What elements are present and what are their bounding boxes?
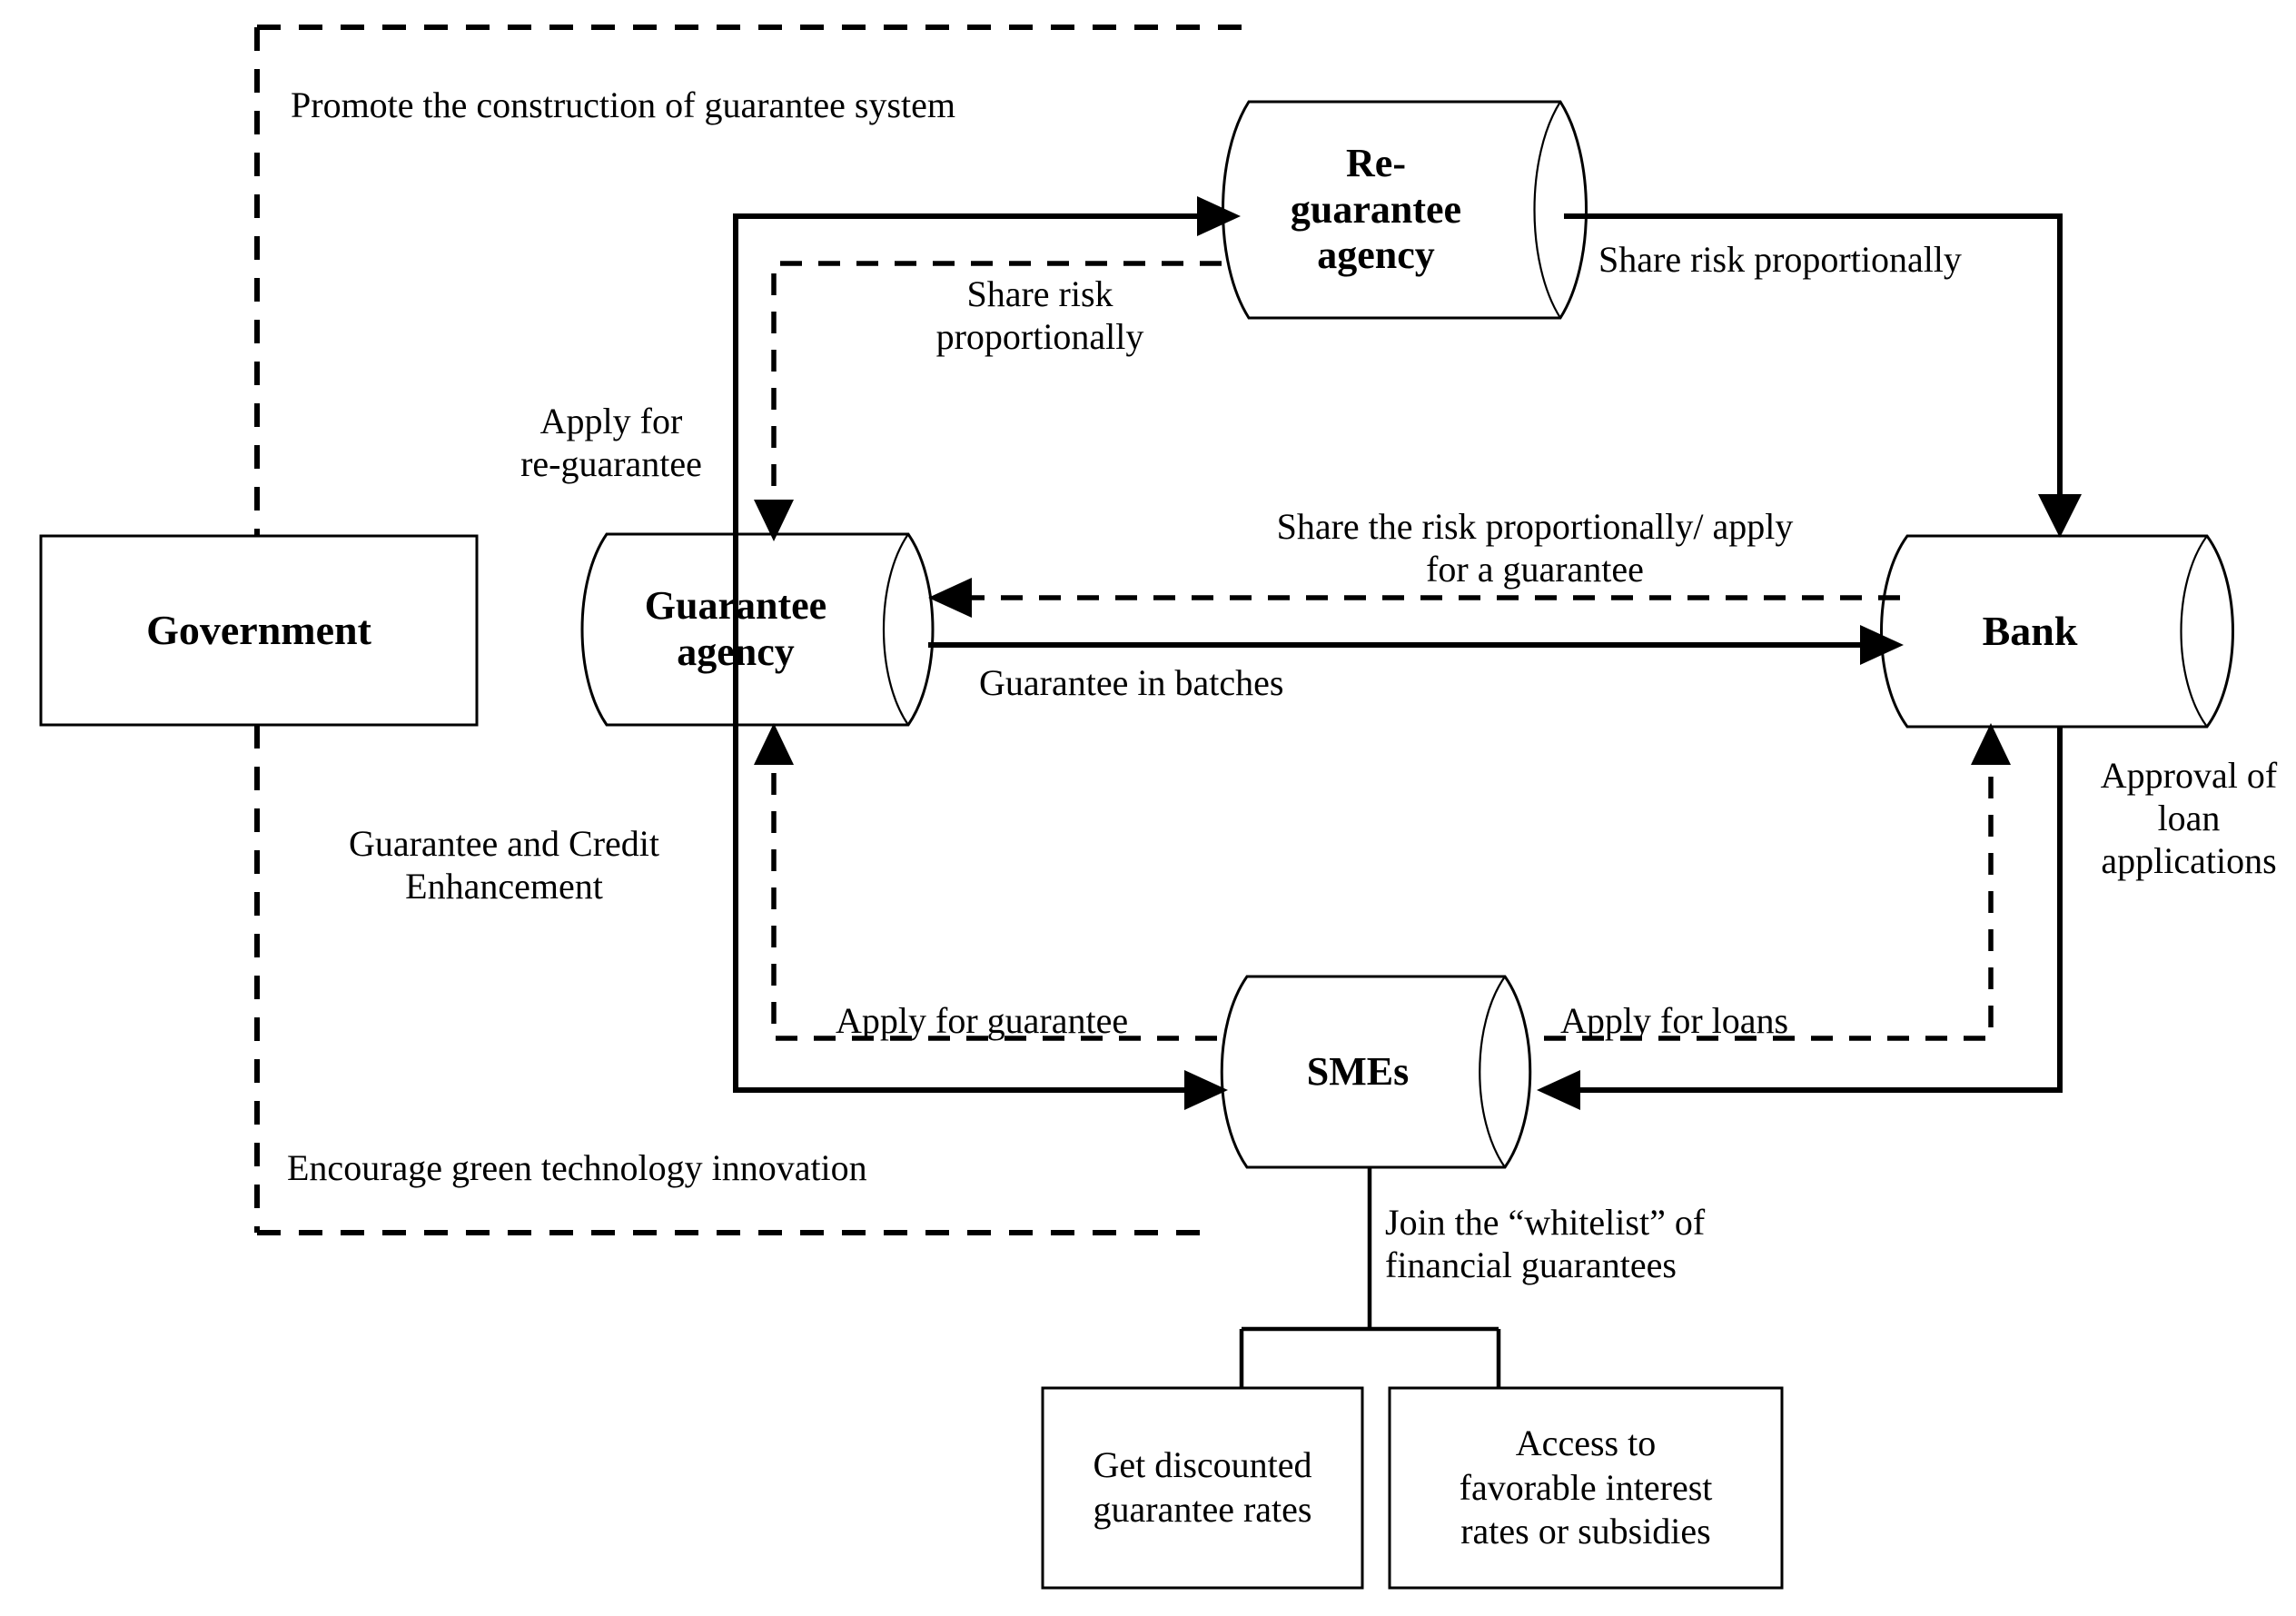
- node-label-bank: Bank: [1982, 607, 2078, 654]
- node-label-smes: SMEs: [1306, 1048, 1410, 1094]
- edge-label-promote-guarantee-system: Promote the construction of guarantee sy…: [291, 84, 956, 125]
- node-favorable-interest[interactable]: [1388, 1386, 1784, 1590]
- arrowhead-apply-for-re-guarantee: [1197, 196, 1241, 236]
- edge-label-join-whitelist: Join the “whitelist” of financial guaran…: [1385, 1202, 1706, 1286]
- re-guarantee-agency-end-seam: [1533, 101, 1561, 319]
- node-label-favorable-interest: Access to favorable interest rates or su…: [1459, 1422, 1713, 1552]
- node-government[interactable]: [39, 534, 479, 727]
- edge-guarantee-and-credit-enhancement: [733, 725, 1192, 1093]
- node-label-discounted-rates: Get discounted guarantee rates: [1093, 1444, 1312, 1530]
- edge-label-share-risk-right: Share risk proportionally: [1598, 239, 1962, 280]
- guarantee-agency-end-seam: [882, 533, 909, 726]
- arrowhead-approval-loan-applications: [1537, 1070, 1580, 1110]
- arrowhead-guarantee-credit-enhancement: [1184, 1070, 1228, 1110]
- arrowhead-apply-for-guarantee: [754, 723, 794, 765]
- bank-end-seam: [2180, 535, 2208, 728]
- smes-end-seam: [1479, 976, 1506, 1168]
- node-discounted-rates[interactable]: [1041, 1386, 1364, 1590]
- arrowhead-guarantee-in-batches: [1860, 625, 1904, 665]
- edge-label-share-risk-left: Share risk proportionally: [935, 273, 1144, 358]
- arrowhead-share-risk-right: [2038, 494, 2082, 538]
- edge-apply-for-re-guarantee: [733, 213, 1208, 725]
- edge-label-apply-for-re-guarantee: Apply for re-guarantee: [520, 401, 702, 485]
- arrowhead-share-risk-left: [754, 500, 794, 541]
- edge-label-guarantee-in-batches: Guarantee in batches: [979, 662, 1284, 703]
- node-label-guarantee-agency: Guarantee agency: [644, 583, 827, 674]
- edge-label-encourage-green-tech: Encourage green technology innovation: [287, 1147, 867, 1188]
- node-label-re-guarantee-agency: Re- guarantee agency: [1290, 141, 1462, 278]
- edge-label-approval-of-loan-applications: Approval of loan applications: [2100, 755, 2278, 882]
- edge-apply-for-guarantee: [771, 761, 1217, 1041]
- edge-apply-for-loans: [1544, 761, 1994, 1041]
- node-label-government: Government: [146, 606, 371, 653]
- edge-label-apply-for-guarantee: Apply for guarantee: [836, 1000, 1129, 1041]
- edge-approval-of-loan-applications: [1573, 727, 2063, 1093]
- edge-share-risk-left: [771, 261, 1222, 509]
- edge-label-guarantee-and-credit-enhancement: Guarantee and Credit Enhancement: [348, 823, 660, 907]
- arrowhead-apply-for-loans: [1971, 723, 2011, 765]
- edge-share-risk-right: [1564, 213, 2063, 501]
- arrowhead-share-risk-apply-guarantee: [928, 578, 972, 618]
- edge-label-apply-for-loans: Apply for loans: [1560, 1000, 1789, 1041]
- edge-label-share-risk-apply-guarantee: Share the risk proportionally/ apply for…: [1276, 506, 1794, 590]
